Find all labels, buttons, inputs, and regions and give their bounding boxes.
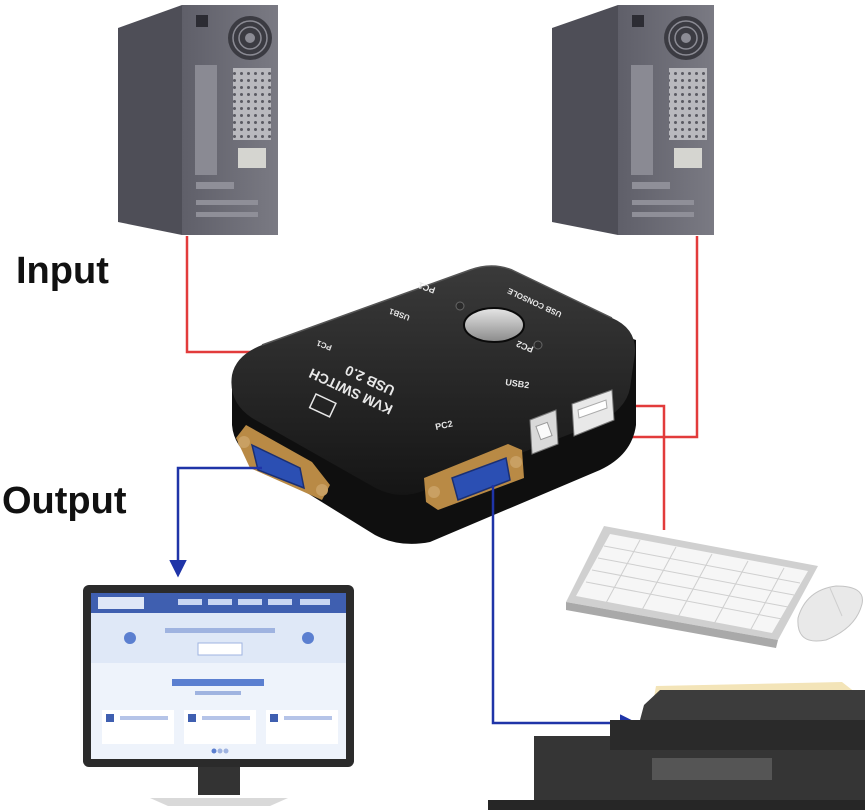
vga-port-pc1-icon bbox=[236, 425, 330, 500]
printer-icon bbox=[488, 682, 865, 810]
usb-a-port-icon bbox=[571, 389, 615, 437]
pc-select-button[interactable] bbox=[463, 307, 525, 343]
computer-tower-2-icon bbox=[552, 5, 714, 235]
output-wires bbox=[169, 466, 638, 732]
vga-port-pc2-icon bbox=[424, 444, 524, 510]
wire-switch-to-monitor bbox=[169, 466, 262, 578]
port-pc2-label: PC2 bbox=[434, 419, 453, 432]
wire-switch-to-printer bbox=[491, 485, 638, 732]
wire-pc1-to-switch bbox=[185, 236, 302, 361]
computer-tower-1-icon bbox=[118, 5, 278, 235]
mouse-icon bbox=[797, 585, 863, 642]
kvm-switch-device: PC1 PC2 USB CONSOLE USB1 PC1 KVM SWITCH … bbox=[231, 265, 636, 544]
keyboard-icon bbox=[566, 526, 818, 648]
output-label: Output bbox=[2, 480, 127, 522]
monitor-icon bbox=[83, 585, 354, 806]
led-pc1-indicator bbox=[455, 301, 465, 311]
usb-b-port-icon bbox=[529, 409, 559, 455]
led-pc2-indicator bbox=[533, 340, 543, 350]
monitor-emblem-icon bbox=[308, 393, 337, 418]
port-usb2-label: USB2 bbox=[505, 377, 530, 390]
input-label: Input bbox=[16, 250, 109, 292]
